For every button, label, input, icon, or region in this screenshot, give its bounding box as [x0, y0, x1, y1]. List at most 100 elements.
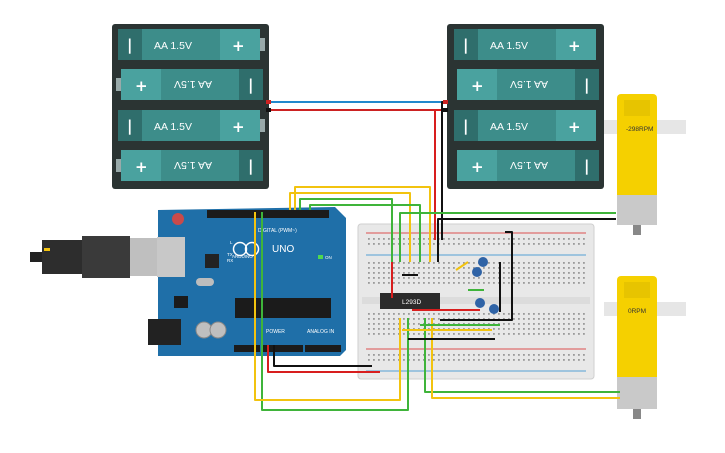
breadboard-hole[interactable] [473, 243, 475, 245]
breadboard-hole[interactable] [498, 359, 500, 361]
breadboard-hole[interactable] [433, 282, 435, 284]
breadboard-hole[interactable] [548, 323, 550, 325]
breadboard-hole[interactable] [373, 267, 375, 269]
breadboard-hole[interactable] [528, 354, 530, 356]
breadboard-hole[interactable] [583, 318, 585, 320]
capacitor[interactable] [478, 257, 488, 267]
breadboard-hole[interactable] [518, 328, 520, 330]
breadboard-hole[interactable] [563, 267, 565, 269]
breadboard-hole[interactable] [513, 277, 515, 279]
breadboard-hole[interactable] [388, 333, 390, 335]
breadboard-hole[interactable] [528, 277, 530, 279]
breadboard-hole[interactable] [393, 238, 395, 240]
breadboard-hole[interactable] [513, 262, 515, 264]
breadboard-hole[interactable] [423, 323, 425, 325]
breadboard-hole[interactable] [533, 323, 535, 325]
breadboard-hole[interactable] [478, 313, 480, 315]
breadboard-hole[interactable] [458, 272, 460, 274]
breadboard-hole[interactable] [388, 243, 390, 245]
breadboard-hole[interactable] [413, 328, 415, 330]
breadboard-hole[interactable] [503, 354, 505, 356]
breadboard-hole[interactable] [523, 354, 525, 356]
breadboard-hole[interactable] [393, 277, 395, 279]
breadboard-hole[interactable] [493, 238, 495, 240]
breadboard-hole[interactable] [478, 243, 480, 245]
wire-red[interactable] [267, 345, 380, 373]
breadboard-hole[interactable] [548, 262, 550, 264]
breadboard-hole[interactable] [423, 328, 425, 330]
breadboard-hole[interactable] [458, 282, 460, 284]
breadboard-hole[interactable] [548, 243, 550, 245]
breadboard-hole[interactable] [468, 313, 470, 315]
breadboard-hole[interactable] [483, 318, 485, 320]
breadboard-hole[interactable] [498, 272, 500, 274]
breadboard-hole[interactable] [503, 243, 505, 245]
breadboard-hole[interactable] [393, 313, 395, 315]
breadboard-hole[interactable] [443, 333, 445, 335]
wire-red[interactable] [434, 109, 443, 240]
breadboard-hole[interactable] [523, 238, 525, 240]
breadboard-hole[interactable] [573, 313, 575, 315]
breadboard-hole[interactable] [463, 243, 465, 245]
breadboard-hole[interactable] [568, 328, 570, 330]
battery-pack-left[interactable]: | + AA 1.5V + | AA 1.5V | + AA 1.5V [112, 24, 271, 189]
breadboard-hole[interactable] [388, 277, 390, 279]
breadboard-hole[interactable] [433, 272, 435, 274]
breadboard-hole[interactable] [383, 333, 385, 335]
breadboard-hole[interactable] [388, 354, 390, 356]
breadboard-hole[interactable] [528, 272, 530, 274]
breadboard-hole[interactable] [398, 333, 400, 335]
breadboard-hole[interactable] [528, 313, 530, 315]
breadboard-hole[interactable] [403, 359, 405, 361]
breadboard-hole[interactable] [513, 328, 515, 330]
breadboard-hole[interactable] [478, 238, 480, 240]
breadboard-hole[interactable] [423, 238, 425, 240]
reset-button[interactable] [172, 213, 184, 225]
breadboard-hole[interactable] [478, 328, 480, 330]
breadboard-hole[interactable] [483, 282, 485, 284]
breadboard-hole[interactable] [548, 272, 550, 274]
wire-green[interactable] [299, 198, 393, 262]
breadboard-hole[interactable] [403, 262, 405, 264]
breadboard-hole[interactable] [473, 313, 475, 315]
breadboard-hole[interactable] [468, 262, 470, 264]
breadboard-hole[interactable] [378, 282, 380, 284]
breadboard-hole[interactable] [498, 282, 500, 284]
breadboard-hole[interactable] [373, 282, 375, 284]
breadboard-hole[interactable] [583, 328, 585, 330]
breadboard-hole[interactable] [448, 328, 450, 330]
breadboard-hole[interactable] [378, 238, 380, 240]
breadboard-hole[interactable] [418, 262, 420, 264]
breadboard-hole[interactable] [433, 262, 435, 264]
breadboard-hole[interactable] [433, 313, 435, 315]
wire-yellow[interactable] [455, 261, 469, 271]
breadboard-hole[interactable] [403, 318, 405, 320]
breadboard-hole[interactable] [523, 318, 525, 320]
breadboard-hole[interactable] [488, 262, 490, 264]
breadboard-hole[interactable] [528, 267, 530, 269]
breadboard-hole[interactable] [493, 323, 495, 325]
breadboard-hole[interactable] [563, 277, 565, 279]
breadboard-hole[interactable] [413, 313, 415, 315]
breadboard-hole[interactable] [538, 243, 540, 245]
breadboard-hole[interactable] [448, 277, 450, 279]
breadboard-hole[interactable] [388, 318, 390, 320]
breadboard-hole[interactable] [453, 323, 455, 325]
breadboard-hole[interactable] [508, 354, 510, 356]
breadboard-hole[interactable] [443, 243, 445, 245]
breadboard-hole[interactable] [498, 323, 500, 325]
breadboard-hole[interactable] [463, 354, 465, 356]
breadboard-hole[interactable] [523, 272, 525, 274]
breadboard-hole[interactable] [468, 354, 470, 356]
breadboard-hole[interactable] [518, 238, 520, 240]
capacitor[interactable] [472, 267, 482, 277]
breadboard-hole[interactable] [563, 333, 565, 335]
breadboard-hole[interactable] [533, 243, 535, 245]
breadboard-hole[interactable] [493, 277, 495, 279]
breadboard-hole[interactable] [433, 277, 435, 279]
breadboard-hole[interactable] [433, 323, 435, 325]
breadboard-hole[interactable] [413, 262, 415, 264]
breadboard-hole[interactable] [533, 282, 535, 284]
breadboard-hole[interactable] [403, 243, 405, 245]
breadboard-hole[interactable] [448, 262, 450, 264]
